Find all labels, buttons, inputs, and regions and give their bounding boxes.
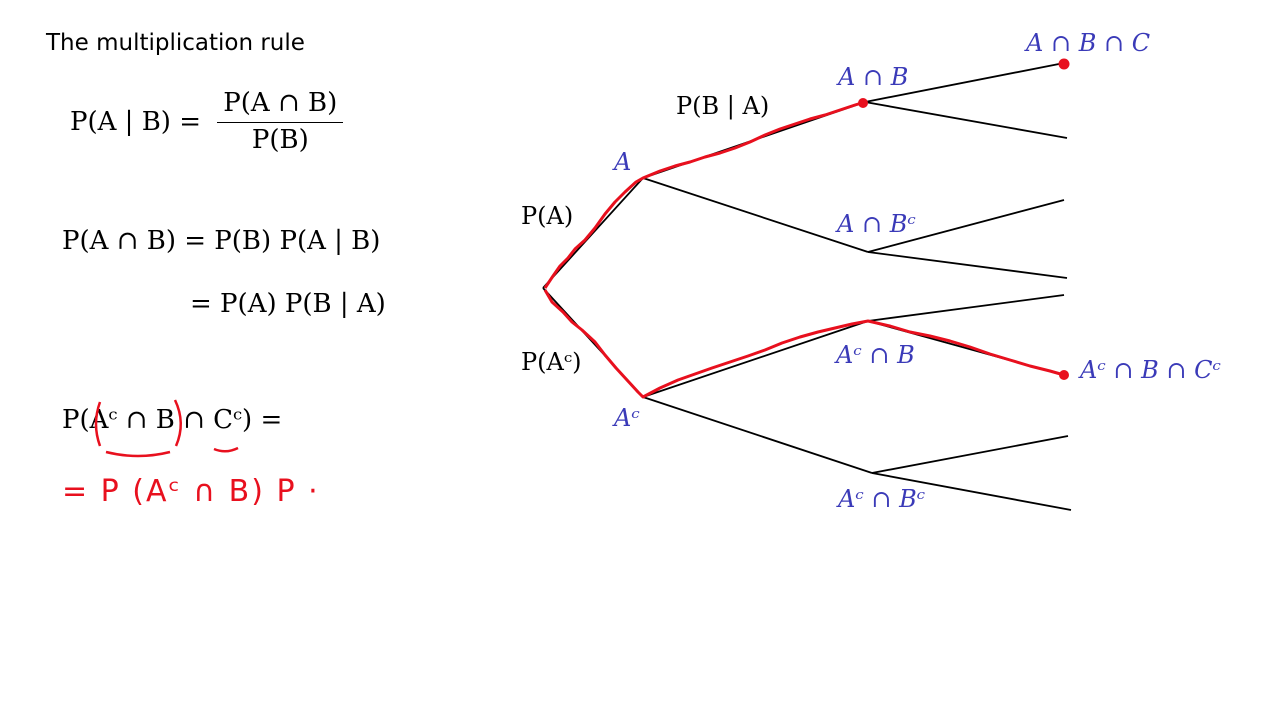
branch-ab-c [864,62,1065,103]
annotation-paren [94,401,102,447]
fraction-denominator: P(B) [251,125,309,155]
formula-lhs: P(A | B) = [70,106,202,137]
label-a-b-c: A ∩ B ∩ C [1026,29,1151,57]
label-ac-and-bc: Aᶜ ∩ Bᶜ [838,485,926,513]
branch-ac-b [642,320,869,398]
branch-acbc-c [871,435,1069,474]
handwritten-annotation: = P (Aᶜ ∩ B) P · [62,474,320,509]
label-ac-b-cc: Aᶜ ∩ B ∩ Cᶜ [1080,356,1221,384]
fraction: P(A ∩ B) P(B) [217,88,344,155]
conditional-probability-formula: P(A | B) = P(A ∩ B) P(B) [70,88,344,155]
branch-ab-cc [864,101,1068,139]
branch-a-bc [642,177,869,253]
annotation-underline [213,446,239,453]
branch-root-a [542,177,644,289]
multiplication-rule-line-2: = P(A) P(B | A) [190,289,386,319]
label-ac: Aᶜ [614,404,640,432]
branch-acbc-cc [871,472,1072,511]
label-p-a: P(A) [521,202,574,230]
highlight-path-a-b [543,100,866,289]
annotation-underline [105,450,171,458]
branch-abc-cc [867,251,1068,279]
fraction-numerator: P(A ∩ B) [217,88,344,123]
highlight-node-ac-b-cc [1059,370,1069,380]
highlight-path-ac-b-cc [543,289,1065,399]
label-a-and-bc: A ∩ Bᶜ [837,210,916,238]
branch-acb-c [867,294,1065,322]
label-p-b-given-a: P(B | A) [676,92,770,120]
label-p-ac: P(Aᶜ) [521,348,582,376]
label-a: A [614,148,632,176]
multiplication-rule-line-1: P(A ∩ B) = P(B) P(A | B) [62,226,381,256]
branch-abc-c [867,199,1065,253]
label-a-and-b: A ∩ B [838,63,909,91]
page-title: The multiplication rule [46,30,305,56]
branch-ac-bc [642,396,873,474]
label-ac-and-b: Aᶜ ∩ B [836,341,915,369]
highlight-node-a-b-c [1058,58,1070,70]
highlight-node-a-b [858,98,868,108]
annotation-paren [173,399,182,447]
